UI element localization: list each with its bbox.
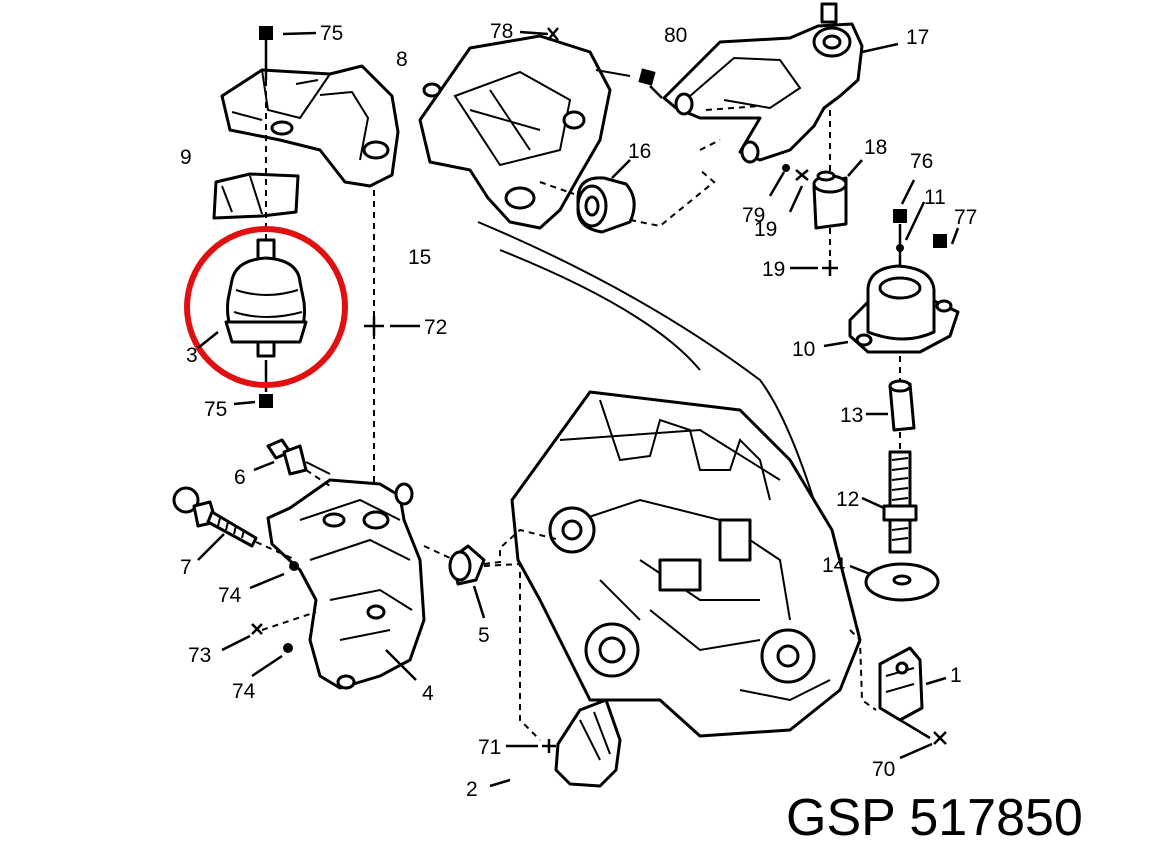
washer-14 xyxy=(864,562,940,602)
callout-10: 10 xyxy=(792,338,815,361)
callout-6: 6 xyxy=(234,466,246,489)
callout-73: 73 xyxy=(188,644,211,667)
callout-19-upper: 19 xyxy=(754,218,777,241)
callout-11: 11 xyxy=(924,186,946,209)
callout-19-lower: 19 xyxy=(762,258,785,281)
callout-75-top: 75 xyxy=(320,22,343,45)
callout-8: 8 xyxy=(396,48,408,71)
mount-bracket-4 xyxy=(266,478,426,690)
callout-4: 4 xyxy=(422,682,434,705)
callout-79: 79 xyxy=(742,204,765,227)
highlight-circle xyxy=(184,226,348,388)
bracket-2 xyxy=(554,698,622,788)
callout-74-upper: 74 xyxy=(218,584,242,607)
upper-mount-bracket-8 xyxy=(220,64,400,188)
callout-15: 15 xyxy=(408,246,431,269)
callout-72: 72 xyxy=(424,316,447,339)
bushing-18 xyxy=(812,170,848,230)
torque-arm-17 xyxy=(662,2,864,164)
plate-9 xyxy=(212,172,300,220)
bolt-7 xyxy=(172,486,258,548)
callout-2: 2 xyxy=(466,778,478,801)
spacer-13 xyxy=(888,379,916,432)
callout-71: 71 xyxy=(478,736,501,759)
part-number-caption: GSP 517850 xyxy=(786,789,1083,847)
callout-16: 16 xyxy=(628,140,651,163)
callout-9: 9 xyxy=(180,146,192,169)
callout-76: 76 xyxy=(910,150,933,173)
callout-74-lower: 74 xyxy=(232,680,256,703)
callout-70: 70 xyxy=(872,758,895,781)
mount-10 xyxy=(848,264,960,354)
bushing-5 xyxy=(448,544,486,586)
bracket-1 xyxy=(878,646,924,722)
callout-17: 17 xyxy=(906,26,929,49)
bolt-6 xyxy=(266,438,331,476)
callout-18: 18 xyxy=(864,136,887,159)
callout-5: 5 xyxy=(478,624,490,647)
callout-1: 1 xyxy=(950,664,962,687)
callout-14: 14 xyxy=(822,554,846,577)
callout-75-bottom: 75 xyxy=(204,398,227,421)
hydraulic-engine-mount-3 xyxy=(224,238,308,358)
callout-12: 12 xyxy=(836,488,859,511)
callout-3: 3 xyxy=(186,344,198,367)
callout-77: 77 xyxy=(954,206,977,229)
callout-13: 13 xyxy=(840,404,863,427)
callout-80: 80 xyxy=(664,24,687,47)
callout-7: 7 xyxy=(180,556,192,579)
engine-block xyxy=(510,390,862,738)
stud-12 xyxy=(882,450,918,554)
bushing-16 xyxy=(576,176,636,234)
callout-78: 78 xyxy=(490,20,513,43)
